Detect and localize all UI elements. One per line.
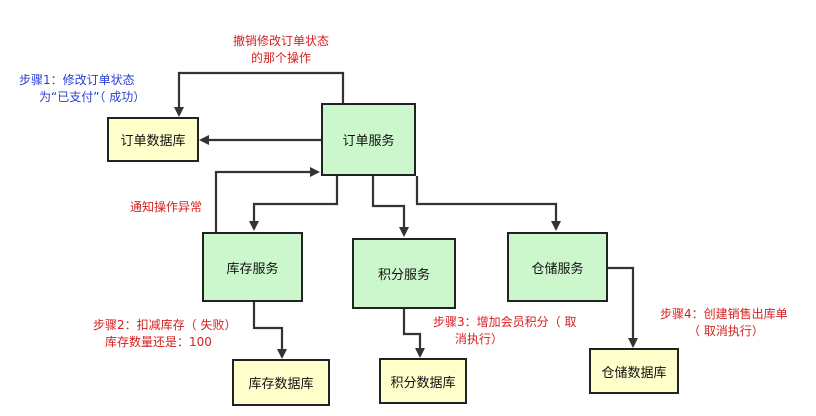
inventory-service-label: 库存服务 <box>226 261 279 277</box>
step4-note-line1: 步骤4：创建销售出库单 <box>660 307 788 321</box>
step2-note: 步骤2：扣减库存（ 失败） 库存数量还是：100 <box>93 317 236 351</box>
warehouse-service-label: 仓储服务 <box>531 261 584 277</box>
step2-note-line1: 步骤2：扣减库存（ 失败） <box>93 318 237 332</box>
revoke-note-line2: 的那个操作 <box>250 51 311 65</box>
arrow-revoke-loop <box>174 71 345 117</box>
arrow-order-to-warehouse <box>415 176 561 231</box>
order-service-node: 订单服务 <box>321 103 416 176</box>
arrow-points-to-db <box>402 309 425 358</box>
step2-note-line2: 库存数量还是：100 <box>105 335 212 349</box>
step3-note-line2: 消执行） <box>455 332 504 346</box>
warehouse-db-node: 仓储数据库 <box>589 348 679 394</box>
step3-note-line1: 步骤3：增加会员积分（ 取 <box>433 315 577 329</box>
arrow-order-to-inventory <box>249 176 339 231</box>
points-db-label: 积分数据库 <box>390 375 456 391</box>
step1-note: 步骤1：修改订单状态 为“已支付”（ 成功） <box>19 72 145 106</box>
order-service-label: 订单服务 <box>342 134 395 149</box>
inventory-db-label: 库存数据库 <box>248 377 314 392</box>
order-db-node: 订单数据库 <box>107 117 199 162</box>
inventory-db-node: 库存数据库 <box>232 359 330 406</box>
step4-note: 步骤4：创建销售出库单 （ 取消执行） <box>660 306 788 340</box>
step1-note-line2: 为“已支付”（ 成功） <box>39 90 146 104</box>
step4-note-line2: （ 取消执行） <box>688 324 764 338</box>
arrow-inventory-notify-order <box>214 167 320 232</box>
points-db-node: 积分数据库 <box>379 358 467 404</box>
points-service-node: 积分服务 <box>352 238 456 309</box>
revoke-note: 撤销修改订单状态 的那个操作 <box>228 33 334 67</box>
arrow-inventory-to-db <box>252 302 287 359</box>
arrow-warehouse-to-db <box>608 266 638 348</box>
warehouse-service-node: 仓储服务 <box>507 232 608 302</box>
revoke-note-line1: 撤销修改订单状态 <box>232 34 329 48</box>
step1-note-line1: 步骤1：修改订单状态 <box>19 73 135 87</box>
notify-note-text: 通知操作异常 <box>130 200 203 214</box>
notify-note: 通知操作异常 <box>130 199 202 216</box>
warehouse-db-label: 仓储数据库 <box>601 365 667 381</box>
arrow-order-to-points <box>371 176 409 237</box>
step3-note: 步骤3：增加会员积分（ 取 消执行） <box>433 314 576 348</box>
order-db-label: 订单数据库 <box>120 134 186 149</box>
points-service-label: 积分服务 <box>377 268 430 283</box>
inventory-service-node: 库存服务 <box>202 232 303 302</box>
